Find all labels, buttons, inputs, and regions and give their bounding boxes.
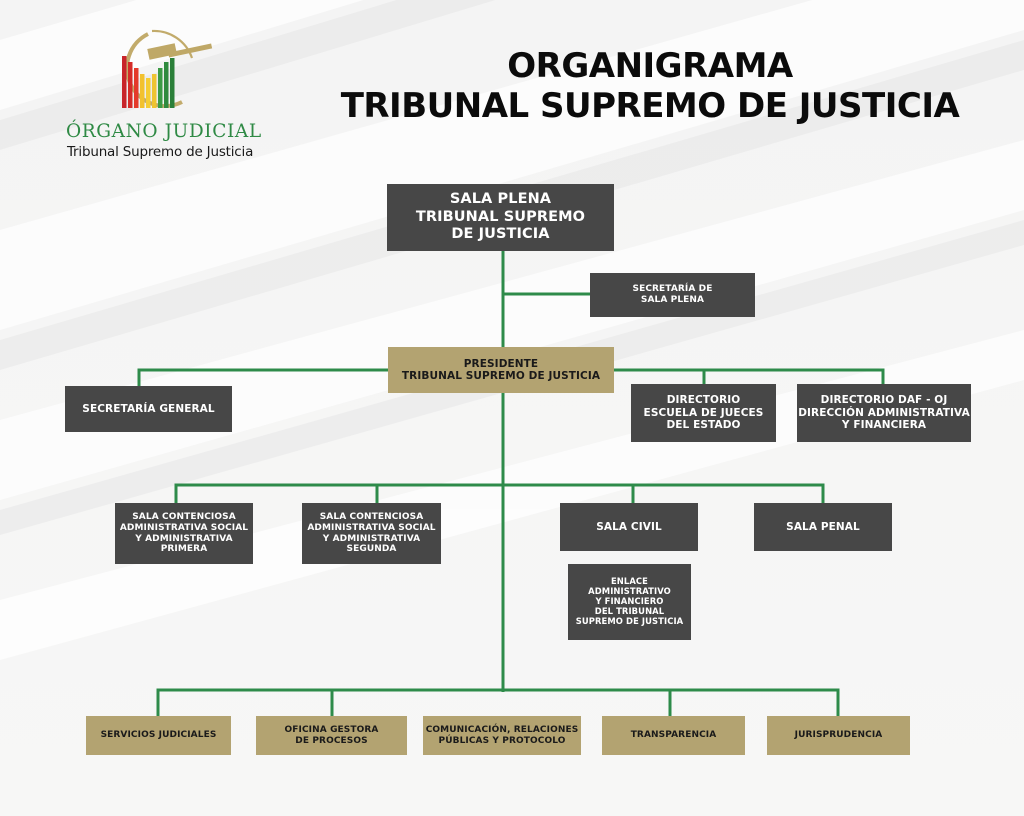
organo-judicial-logo <box>122 29 213 108</box>
node-servicios-judiciales: SERVICIOS JUDICIALES <box>86 716 231 755</box>
node-enlace-administrativo: ENLACE ADMINISTRATIVO Y FINANCIERO DEL T… <box>568 564 691 640</box>
node-jurisprudencia: JURISPRUDENCIA <box>767 716 910 755</box>
node-secretaria-general: SECRETARÍA GENERAL <box>65 386 232 432</box>
title-line-1: ORGANIGRAMA <box>507 46 793 86</box>
node-comunicacion: COMUNICACIÓN, RELACIONES PÚBLICAS Y PROT… <box>423 716 581 755</box>
node-sala-contenciosa-primera: SALA CONTENCIOSA ADMINISTRATIVA SOCIAL Y… <box>115 503 253 564</box>
node-sala-plena: SALA PLENA TRIBUNAL SUPREMO DE JUSTICIA <box>387 184 614 251</box>
logo-name: ÓRGANO JUDICIAL <box>66 121 262 142</box>
node-sala-civil: SALA CIVIL <box>560 503 698 551</box>
node-presidente: PRESIDENTE TRIBUNAL SUPREMO DE JUSTICIA <box>388 347 614 393</box>
node-secretaria-sala-plena: SECRETARÍA DE SALA PLENA <box>590 273 755 317</box>
node-directorio-daf: DIRECTORIO DAF - OJ DIRECCIÓN ADMINISTRA… <box>797 384 971 442</box>
node-oficina-gestora: OFICINA GESTORA DE PROCESOS <box>256 716 407 755</box>
node-sala-penal: SALA PENAL <box>754 503 892 551</box>
logo-subtitle: Tribunal Supremo de Justicia <box>67 144 254 160</box>
title-line-2: TRIBUNAL SUPREMO DE JUSTICIA <box>340 86 960 126</box>
node-sala-contenciosa-segunda: SALA CONTENCIOSA ADMINISTRATIVA SOCIAL Y… <box>302 503 441 564</box>
node-directorio-escuela-jueces: DIRECTORIO ESCUELA DE JUECES DEL ESTADO <box>631 384 776 442</box>
node-transparencia: TRANSPARENCIA <box>602 716 745 755</box>
